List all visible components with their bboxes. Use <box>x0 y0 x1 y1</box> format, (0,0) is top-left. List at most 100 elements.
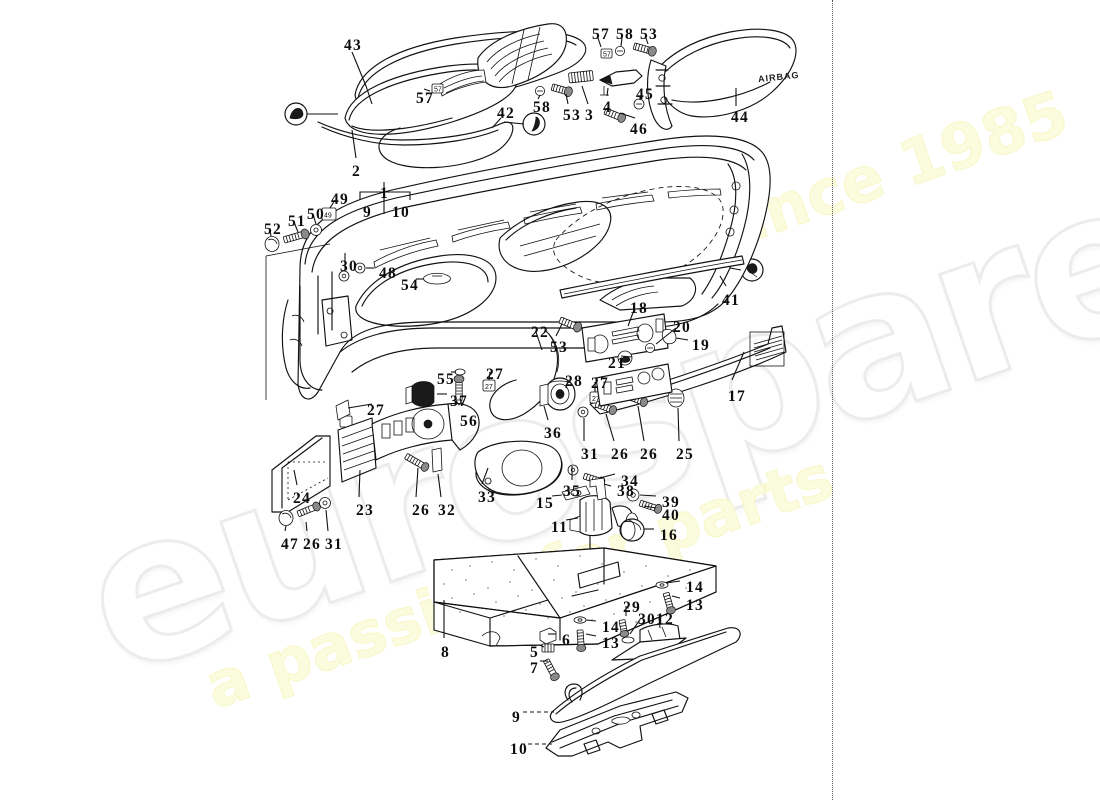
part-8-glovebox-liner <box>433 547 717 647</box>
part-10-reinforcement-frame <box>545 691 689 757</box>
callout-number-40: 40 <box>662 507 680 524</box>
callout-number-53: 53 <box>550 339 568 356</box>
callout-number-24: 24 <box>293 490 311 507</box>
callout-number-18: 18 <box>630 300 648 317</box>
callout-number-21: 21 <box>608 355 626 372</box>
callout-number-25: 25 <box>676 446 694 463</box>
callout-number-47: 47 <box>281 536 299 553</box>
callout-number-50: 50 <box>307 206 325 223</box>
callout-number-10: 10 <box>392 204 410 221</box>
callout-number-13: 13 <box>686 597 704 614</box>
callout-number-2: 2 <box>352 163 361 180</box>
part-18-switch-panel <box>581 313 677 366</box>
callout-number-32: 32 <box>438 502 456 519</box>
callout-number-17: 17 <box>728 388 746 405</box>
callout-number-58: 58 <box>533 99 551 116</box>
top-fasteners <box>535 42 657 123</box>
callout-number-53: 53 <box>563 107 581 124</box>
callout-number-46: 46 <box>630 121 648 138</box>
callout-number-36: 36 <box>544 425 562 442</box>
callout-number-26: 26 <box>611 446 629 463</box>
svg-text:27: 27 <box>592 396 600 403</box>
callout-number-26: 26 <box>412 502 430 519</box>
callout-number-22: 22 <box>531 324 549 341</box>
callout-number-39: 39 <box>662 494 680 511</box>
callout-number-41: 41 <box>722 292 740 309</box>
callout-number-12: 12 <box>656 611 674 628</box>
callout-number-37: 37 <box>450 393 468 410</box>
part-22-cable <box>489 329 560 421</box>
callout-number-19: 19 <box>692 337 710 354</box>
part-41-trim-strip <box>559 255 745 299</box>
part-1-instrument-panel-body <box>281 135 771 400</box>
callout-number-23: 23 <box>356 502 374 519</box>
callout-number-3: 3 <box>585 107 594 124</box>
callout-number-30: 30 <box>340 258 358 275</box>
callout-number-27: 27 <box>591 375 609 392</box>
callout-number-31: 31 <box>581 446 599 463</box>
callout-number-53: 53 <box>640 26 658 43</box>
callout-number-56: 56 <box>460 413 478 430</box>
callout-number-33: 33 <box>478 489 496 506</box>
callout-number-14: 14 <box>686 579 704 596</box>
callout-number-7: 7 <box>530 660 539 677</box>
callout-number-54: 54 <box>401 277 419 294</box>
svg-text:27: 27 <box>485 384 493 391</box>
part-9-glovebox-lid <box>549 627 741 723</box>
detail-circle-markers <box>284 102 764 282</box>
glovebox-lock-assembly <box>561 477 663 601</box>
callout-number-28: 28 <box>565 373 583 390</box>
callout-number-57: 57 <box>416 90 434 107</box>
callout-number-52: 52 <box>264 221 282 238</box>
callout-number-49: 49 <box>331 191 349 208</box>
part-53-screw <box>558 316 583 333</box>
callout-number-8: 8 <box>441 644 450 661</box>
callout-number-9: 9 <box>512 709 521 726</box>
callout-number-48: 48 <box>379 265 397 282</box>
callout-number-44: 44 <box>731 109 749 126</box>
callout-number-51: 51 <box>288 213 306 230</box>
svg-text:57: 57 <box>603 52 611 59</box>
callout-number-42: 42 <box>497 105 515 122</box>
part-43-upper-trim: 57 57 <box>344 23 613 135</box>
callout-number-9: 9 <box>363 204 372 221</box>
callout-number-13: 13 <box>602 635 620 652</box>
part-44-airbag-cover <box>657 28 797 118</box>
callout-number-58: 58 <box>616 26 634 43</box>
callout-number-26: 26 <box>640 446 658 463</box>
svg-text:57: 57 <box>434 87 442 94</box>
callout-number-14: 14 <box>602 619 620 636</box>
glovebox-fasteners <box>539 581 687 681</box>
callout-number-20: 20 <box>673 319 691 336</box>
callout-number-43: 43 <box>344 37 362 54</box>
svg-text:49: 49 <box>324 213 332 220</box>
callout-number-31: 31 <box>325 536 343 553</box>
callout-number-27: 27 <box>367 402 385 419</box>
callout-number-38: 38 <box>617 483 635 500</box>
callout-number-35: 35 <box>563 483 581 500</box>
callout-number-5: 5 <box>530 644 539 661</box>
callout-number-27: 27 <box>486 366 504 383</box>
part-45-46-bracket <box>647 59 673 130</box>
callout-number-16: 16 <box>660 527 678 544</box>
callout-number-15: 15 <box>536 495 554 512</box>
left-fasteners-group: 49 <box>264 207 366 400</box>
callout-number-29: 29 <box>623 599 641 616</box>
part-54-clip <box>423 272 451 285</box>
callout-number-4: 4 <box>603 99 612 116</box>
parts-55-56-37 <box>405 368 466 407</box>
part-42-seal-cord <box>317 121 514 169</box>
callout-number-55: 55 <box>437 371 455 388</box>
callout-number-30: 30 <box>638 611 656 628</box>
callout-number-6: 6 <box>562 632 571 649</box>
lower-panels <box>271 402 563 526</box>
callout-number-57: 57 <box>592 26 610 43</box>
callout-number-34: 34 <box>621 473 639 490</box>
callout-number-26: 26 <box>303 536 321 553</box>
callout-number-1: 1 <box>380 185 389 202</box>
page-divider-line <box>832 0 833 800</box>
callout-number-45: 45 <box>636 86 654 103</box>
leader-lines <box>269 37 745 745</box>
